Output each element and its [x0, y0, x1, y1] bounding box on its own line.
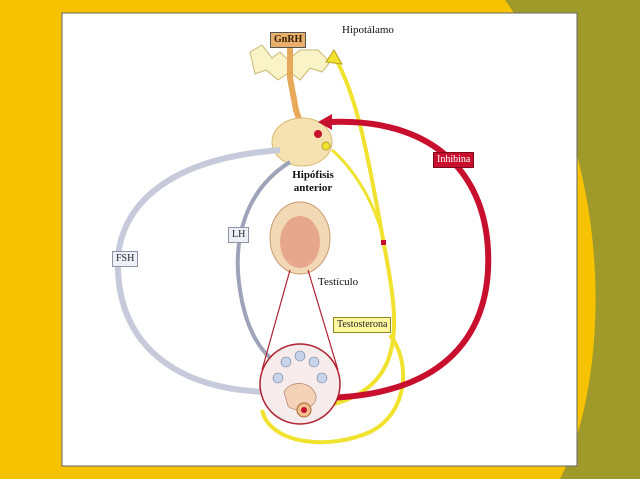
leydig-cell-nucleus — [301, 407, 307, 413]
sertoli-cell-shape — [283, 383, 317, 410]
gnrh-label: GnRH — [270, 32, 307, 48]
inhibin-label: Inhibina — [433, 152, 475, 168]
inhibin-marker — [381, 240, 386, 245]
testosterone-label: Testosterona — [333, 317, 392, 333]
tubule-cell — [272, 372, 284, 384]
pituitary-receptor-mark-yellow — [321, 141, 331, 151]
hypothalamus-label: Hipotálamo — [342, 24, 394, 36]
anterior-pituitary-label-line1: Hipófisis — [292, 169, 334, 181]
testosterone-to-pituitary-arrow — [331, 148, 387, 251]
anterior-pituitary-label: Hipófisis anterior — [283, 169, 343, 195]
gnrh-tract — [287, 44, 303, 123]
testosterone-arrowhead — [325, 49, 343, 65]
testosterone-lower-loop — [260, 333, 406, 445]
tubule-cell — [308, 356, 320, 368]
testis-inner — [280, 216, 320, 268]
tubule-cell — [316, 372, 328, 384]
testosterone-to-hypothalamus-arrow — [299, 56, 397, 412]
lh-arrow — [235, 160, 292, 366]
anterior-pituitary-label-line2: anterior — [293, 182, 333, 194]
tubule-cell — [294, 350, 306, 362]
fsh-label: FSH — [112, 251, 139, 267]
testis-label: Testículo — [318, 276, 359, 288]
anterior-pituitary-shape — [271, 117, 333, 167]
lh-label: LH — [228, 227, 250, 243]
tubule-cell — [280, 356, 292, 368]
pituitary-receptor-mark — [314, 130, 322, 138]
zoom-cone — [261, 269, 339, 371]
fsh-arrow — [114, 147, 281, 395]
inhibin-arrowhead — [318, 114, 332, 130]
inhibin-arrow — [309, 118, 492, 402]
olive-background-panel — [505, 0, 640, 479]
